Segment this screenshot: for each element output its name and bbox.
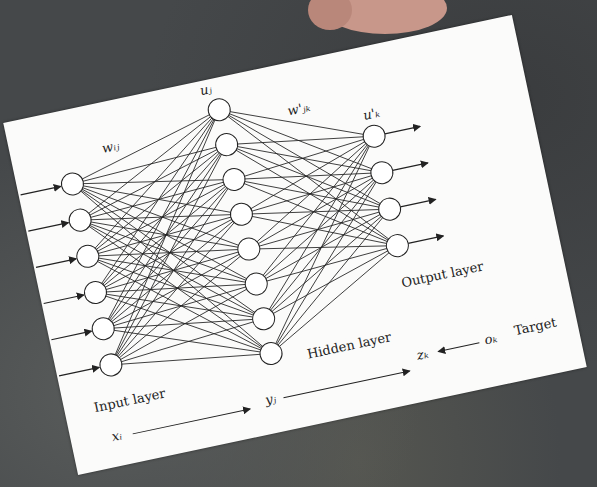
weight-line [71,145,259,329]
weight-line [86,214,259,328]
weight-line [231,136,377,179]
weight-line [79,179,236,220]
neuron [236,236,262,262]
input-arrow [36,259,76,268]
output-symbol: uⱼ [196,81,215,100]
weight-symbol: wᵢⱼ [99,137,123,157]
signal-name: yⱼ [262,390,280,409]
signal-name: zₖ [413,345,432,364]
neuron [59,171,85,197]
layer-name: Input layer [91,385,169,417]
weight-line [88,223,264,352]
weight-line [219,79,382,203]
neuron [228,201,254,227]
flow-arrow [133,409,250,434]
weight-symbol: w'ⱼₖ [284,99,314,120]
layer-name: Output layer [398,258,487,292]
layer-name: Hidden layer [304,329,395,363]
weight-line [219,79,397,276]
neuron [214,132,240,158]
output-symbol: u'ₖ [360,104,384,124]
output-arrow [393,163,428,170]
weight-line [231,136,406,319]
weight-line [239,173,384,215]
weight-line [93,249,251,292]
weight-line [103,296,271,387]
weight-line [64,110,236,220]
weight-line [96,259,264,351]
weight-line [64,110,251,293]
weight-line [64,110,267,365]
weight-line [111,332,271,387]
weight-line [80,187,271,387]
weight-line [239,173,399,284]
neuron [67,207,93,233]
weight-line [93,249,258,329]
input-arrow [28,223,68,232]
weight-line [219,79,389,239]
neuron [361,123,387,149]
neuron [377,196,403,222]
input-arrow [44,295,84,304]
flow-arrow [284,371,410,398]
neuron [221,166,247,192]
weight-line [71,145,266,365]
neuron [75,243,101,269]
weight-line [239,173,406,319]
weight-line [64,110,259,329]
weight-line [231,136,414,353]
weight-line [86,214,267,365]
neuron [384,233,410,259]
neuron [251,306,277,332]
neuron [82,279,108,305]
neuron [90,316,116,342]
output-arrow [385,126,420,133]
signal-name: Target [511,314,560,339]
finger [308,0,352,30]
weight-line [71,145,236,221]
paper-sheet: wᵢⱼ uⱼ w'ⱼₖ u'ₖOutput layerHidden layerInpu… [3,15,586,475]
signal-name: oₖ [481,330,501,349]
weight-line [227,114,398,276]
neuron [369,160,395,186]
weight-line [239,173,414,354]
weight-line [101,284,267,365]
input-arrow [21,186,61,195]
output-arrow [400,199,435,206]
weight-line [72,151,271,387]
input-arrow [59,367,99,376]
signal-name: xᵢ [108,427,125,446]
weight-line [79,179,259,328]
weight-line [72,151,263,352]
weight-line [79,179,252,292]
output-arrow [408,236,443,243]
neuron [243,271,269,297]
weight-line [86,214,251,292]
neuron [98,352,124,378]
weight-line [227,114,390,239]
flow-arrow [438,343,479,352]
weight-line [234,149,397,276]
weight-line [79,179,244,256]
weight-line [96,259,272,386]
weight-line [79,179,267,364]
weight-line [231,136,391,249]
weight-line [247,209,392,249]
weight-line [108,319,266,365]
neuron [258,341,284,367]
weight-line [231,136,399,284]
weight-line [101,284,259,329]
weight-line [255,246,399,284]
weight-line [93,249,266,365]
weight-line [247,209,407,319]
weight-line [234,149,390,239]
neuron [206,97,232,123]
weight-line [241,184,397,276]
input-arrow [51,331,91,340]
